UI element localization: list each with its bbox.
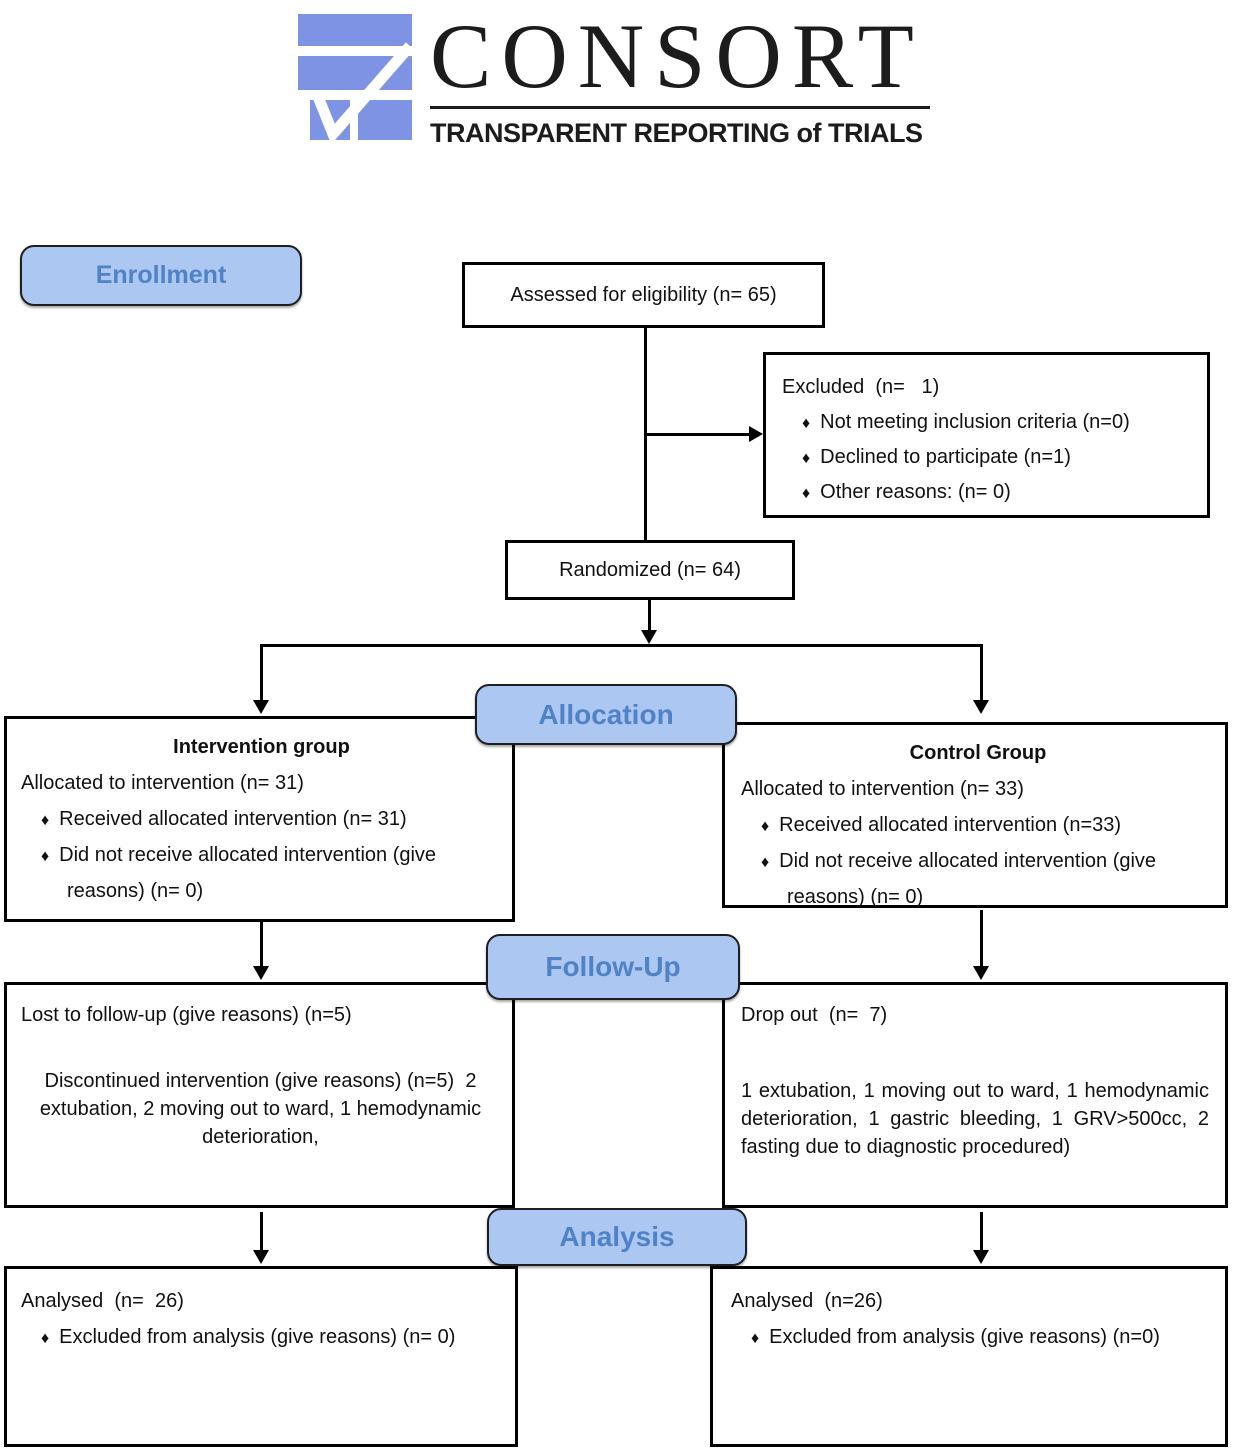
- checkmark-bars-icon: [298, 14, 415, 145]
- stage-label: Enrollment: [95, 261, 227, 289]
- analysed-control-box: Analysed (n=26) ♦Excluded from analysis …: [710, 1266, 1228, 1447]
- control-group-box: Control Group Allocated to intervention …: [722, 722, 1228, 908]
- control-allocated-line: Allocated to intervention (n= 33): [741, 778, 1024, 800]
- analysed-intervention-box: Analysed (n= 26) ♦Excluded from analysis…: [4, 1266, 518, 1447]
- bullet-item: ♦Other reasons: (n= 0): [802, 481, 1011, 503]
- logo-underline: [430, 106, 930, 109]
- randomized-box: Randomized (n= 64): [505, 540, 795, 600]
- assessed-box: Assessed for eligibility (n= 65): [462, 262, 825, 328]
- diamond-bullet-icon: ♦: [41, 812, 50, 829]
- consort-wordmark: CONSORT TRANSPARENT REPORTING of TRIALS: [430, 10, 935, 149]
- bullet-item: ♦Excluded from analysis (give reasons) (…: [751, 1326, 1160, 1348]
- excluded-bullet-list: ♦Not meeting inclusion criteria (n=0) ♦D…: [782, 405, 1195, 510]
- arrowhead-randomized: [641, 630, 657, 644]
- dropout-reasons-text: 1 extubation, 1 moving out to ward, 1 he…: [741, 1080, 1209, 1158]
- consort-logo-icon: [296, 8, 415, 147]
- intervention-bullet-list: ♦Received allocated intervention (n= 31)…: [21, 801, 502, 909]
- diamond-bullet-icon: ♦: [41, 1330, 50, 1347]
- connector-branch-right: [980, 646, 983, 702]
- connector-alloc-to-fu-left: [260, 896, 263, 968]
- arrowhead-fu-left: [253, 966, 269, 980]
- logo-subtitle: TRANSPARENT REPORTING of TRIALS: [430, 118, 923, 148]
- stage-label: Follow-Up: [545, 951, 681, 982]
- diamond-bullet-icon: ♦: [802, 485, 811, 502]
- lost-followup-line: Lost to follow-up (give reasons) (n=5): [21, 1004, 352, 1026]
- connector-branch: [260, 644, 983, 647]
- intervention-group-title: Intervention group: [173, 736, 350, 758]
- connector-branch-left: [260, 646, 263, 702]
- control-group-title: Control Group: [909, 742, 1047, 764]
- stage-badge-analysis: Analysis: [487, 1208, 747, 1266]
- diamond-bullet-icon: ♦: [802, 450, 811, 467]
- bullet-item: ♦Did not receive allocated intervention …: [761, 850, 1162, 908]
- assessed-text: Assessed for eligibility (n= 65): [510, 283, 777, 306]
- excluded-title: Excluded (n= 1): [782, 376, 940, 398]
- bullet-item: ♦Declined to participate (n=1): [802, 446, 1071, 468]
- connector-to-excluded: [645, 433, 751, 436]
- connector-fu-to-an-right: [980, 1212, 983, 1252]
- dropout-line: Drop out (n= 7): [741, 1004, 888, 1026]
- analysed-control-title: Analysed (n=26): [731, 1290, 883, 1312]
- stage-label: Analysis: [559, 1221, 675, 1252]
- analysed-intervention-bullet-list: ♦Excluded from analysis (give reasons) (…: [21, 1319, 505, 1355]
- arrowhead-an-left: [253, 1250, 269, 1264]
- excluded-box: Excluded (n= 1) ♦Not meeting inclusion c…: [763, 352, 1210, 518]
- arrowhead-an-right: [973, 1250, 989, 1264]
- intervention-allocated-line: Allocated to intervention (n= 31): [21, 772, 304, 794]
- control-bullet-list: ♦Received allocated intervention (n=33) …: [741, 807, 1215, 915]
- connector-alloc-to-fu-right: [980, 910, 983, 968]
- bullet-item: ♦Received allocated intervention (n= 31): [41, 808, 407, 830]
- analysed-control-bullet-list: ♦Excluded from analysis (give reasons) (…: [731, 1319, 1215, 1355]
- connector-randomized-down: [648, 600, 651, 632]
- bullet-item: ♦Excluded from analysis (give reasons) (…: [41, 1326, 456, 1348]
- bullet-item: ♦Not meeting inclusion criteria (n=0): [802, 411, 1130, 433]
- lost-to-followup-box: Lost to follow-up (give reasons) (n=5) D…: [4, 982, 515, 1208]
- dropout-box: Drop out (n= 7) 1 extubation, 1 moving o…: [722, 982, 1228, 1208]
- bullet-item: ♦Received allocated intervention (n=33): [761, 814, 1122, 836]
- bullet-item: ♦Did not receive allocated intervention …: [41, 844, 442, 902]
- stage-label: Allocation: [538, 698, 674, 730]
- arrowhead-alloc-left: [253, 700, 269, 714]
- stage-badge-followup: Follow-Up: [486, 934, 740, 1000]
- arrowhead-excluded: [749, 426, 763, 442]
- arrowhead-fu-right: [973, 966, 989, 980]
- discontinued-text: Discontinued intervention (give reasons)…: [39, 1070, 487, 1148]
- diamond-bullet-icon: ♦: [41, 848, 50, 865]
- logo-title: CONSORT: [430, 5, 924, 107]
- diamond-bullet-icon: ♦: [802, 415, 811, 432]
- intervention-group-box: Intervention group Allocated to interven…: [4, 716, 515, 922]
- randomized-text: Randomized (n= 64): [559, 558, 741, 581]
- connector-fu-to-an-left: [260, 1212, 263, 1252]
- stage-badge-allocation: Allocation: [475, 684, 737, 745]
- analysed-intervention-title: Analysed (n= 26): [21, 1290, 184, 1312]
- diamond-bullet-icon: ♦: [761, 818, 770, 835]
- stage-badge-enrollment: Enrollment: [20, 245, 302, 306]
- diamond-bullet-icon: ♦: [761, 854, 770, 871]
- arrowhead-alloc-right: [973, 700, 989, 714]
- diamond-bullet-icon: ♦: [751, 1330, 760, 1347]
